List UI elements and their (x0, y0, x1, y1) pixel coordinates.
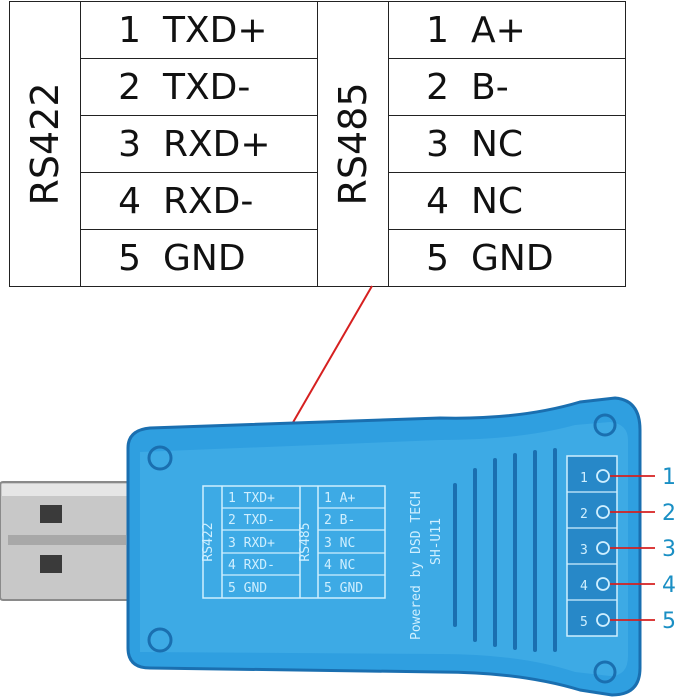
silk-rs485-pin-1: 1 A+ (324, 491, 355, 506)
terminal-silk-4: 4 (580, 579, 588, 594)
rs422-group-label: RS422 (9, 1, 81, 287)
brand-text: Powered by DSD TECH (409, 491, 424, 640)
pin-label-2: 2 (662, 501, 676, 526)
usb-plug (0, 481, 131, 601)
pin-label-4: 4 (662, 573, 676, 598)
silk-rs422-pin-4: 4 RXD- (228, 558, 275, 573)
terminal-silk-1: 1 (580, 471, 588, 486)
silk-rs422-pin-2: 2 TXD- (228, 513, 275, 528)
rs485-group-label: RS485 (317, 1, 389, 287)
silk-rs422: RS422 (201, 522, 216, 561)
model-text: SH-U11 (429, 518, 444, 565)
terminal-block: 1 2 3 4 5 (566, 455, 618, 637)
terminal-silk-5: 5 (580, 615, 588, 630)
silk-rs485-pin-4: 4 NC (324, 558, 355, 573)
silk-rs485-pin-2: 2 B- (324, 513, 355, 528)
pin-label-5: 5 (662, 609, 676, 634)
pin-label-1: 1 (662, 465, 676, 490)
terminal-silk-3: 3 (580, 543, 588, 558)
silk-rs422-pin-3: 3 RXD+ (228, 536, 275, 551)
pin-label-3: 3 (662, 537, 676, 562)
terminal-silk-2: 2 (580, 507, 588, 522)
silk-rs485-pin-3: 3 NC (324, 536, 355, 551)
pcb-ridges (453, 448, 557, 652)
silk-rs485-pin-5: 5 GND (324, 581, 363, 596)
silk-rs422-pin-1: 1 TXD+ (228, 491, 275, 506)
pin-callouts (610, 475, 655, 621)
silk-rs485: RS485 (298, 522, 313, 561)
silk-rs422-pin-5: 5 GND (228, 581, 267, 596)
printed-pinout: RS422 RS485 1 TXD+ 2 TXD- 3 RXD+ 4 RXD- … (201, 485, 386, 599)
